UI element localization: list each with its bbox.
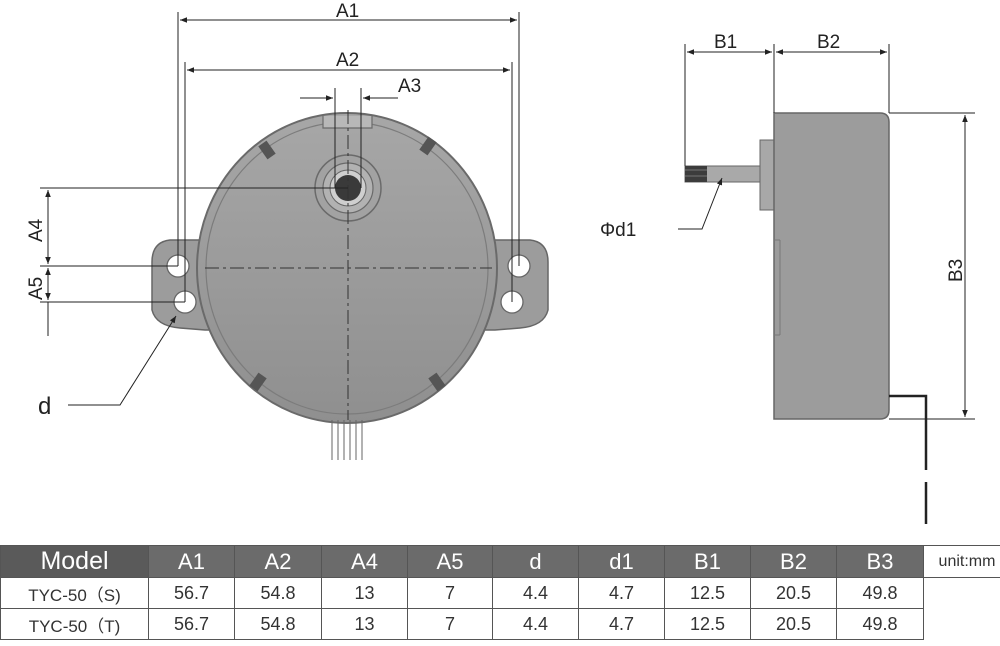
cell-b2: 20.5: [750, 577, 837, 609]
cell-a1: 56.7: [148, 608, 235, 640]
spec-table: Model A1 A2 A4 A5 d d1 B1 B2 B3 unit:mm …: [0, 545, 1000, 640]
side-wire: [889, 394, 928, 470]
cell-d: 4.4: [492, 608, 579, 640]
motor-body: [196, 112, 498, 424]
header-b1: B1: [664, 545, 751, 578]
cell-b2: 20.5: [750, 608, 837, 640]
front-view: A1 A2 A3 A4 A5 d: [26, 1, 549, 460]
clip-bottom-right: [428, 372, 446, 392]
cell-a4: 13: [321, 608, 408, 640]
cell-d1: 4.7: [578, 577, 665, 609]
dimension-a1: [177, 12, 520, 266]
clip-top-left: [258, 140, 276, 160]
label-b1: B1: [714, 32, 737, 53]
leader-d1: [678, 177, 723, 230]
label-b3: B3: [946, 259, 967, 282]
header-b2: B2: [750, 545, 837, 578]
cell-a1: 56.7: [148, 577, 235, 609]
table-header-row: Model A1 A2 A4 A5 d d1 B1 B2 B3 unit:mm: [0, 545, 1000, 578]
dimension-a3: [300, 88, 398, 188]
label-d: d: [38, 393, 51, 420]
dimension-a2: [184, 62, 513, 302]
clip-bottom-left: [249, 372, 267, 392]
dimension-b1-b2: [684, 44, 890, 166]
table-row: TYC-50（S) 56.7 54.8 13 7 4.4 4.7 12.5 20…: [0, 577, 1000, 609]
cell-a5: 7: [407, 608, 493, 640]
clip-top-right: [419, 136, 437, 156]
header-a1: A1: [148, 545, 235, 578]
leader-d: [68, 315, 177, 406]
table-row: TYC-50（T) 56.7 54.8 13 7 4.4 4.7 12.5 20…: [0, 608, 1000, 640]
header-a5: A5: [407, 545, 493, 578]
header-b3: B3: [836, 545, 924, 578]
cell-model: TYC-50（S): [0, 577, 149, 609]
cell-b3: 49.8: [836, 608, 924, 640]
label-a1: A1: [336, 1, 359, 22]
dimension-a4-a5: [40, 187, 348, 336]
label-a4: A4: [26, 218, 47, 242]
side-view: B1 B2 B3 Φd1: [600, 32, 975, 524]
lead-wires: [331, 420, 363, 460]
label-a5: A5: [26, 277, 47, 300]
header-d: d: [492, 545, 579, 578]
cell-model: TYC-50（T): [0, 608, 149, 640]
label-phi-d1: Φd1: [600, 220, 636, 241]
technical-drawing: A1 A2 A3 A4 A5 d: [26, 1, 975, 524]
label-a2: A2: [336, 50, 359, 71]
cell-b3: 49.8: [836, 577, 924, 609]
cell-a2: 54.8: [234, 577, 322, 609]
cell-d1: 4.7: [578, 608, 665, 640]
cell-a2: 54.8: [234, 608, 322, 640]
side-body: [773, 112, 890, 420]
side-shaft-tip: [685, 166, 707, 182]
cell-a4: 13: [321, 577, 408, 609]
cell-b1: 12.5: [664, 608, 751, 640]
cell-b1: 12.5: [664, 577, 751, 609]
cell-d: 4.4: [492, 577, 579, 609]
header-model: Model: [0, 545, 149, 578]
cell-a5: 7: [407, 577, 493, 609]
header-a2: A2: [234, 545, 322, 578]
dimension-b3: [889, 112, 975, 420]
label-b2: B2: [817, 32, 840, 53]
header-a4: A4: [321, 545, 408, 578]
header-d1: d1: [578, 545, 665, 578]
unit-cell: unit:mm: [923, 545, 1000, 578]
label-a3: A3: [398, 76, 421, 97]
